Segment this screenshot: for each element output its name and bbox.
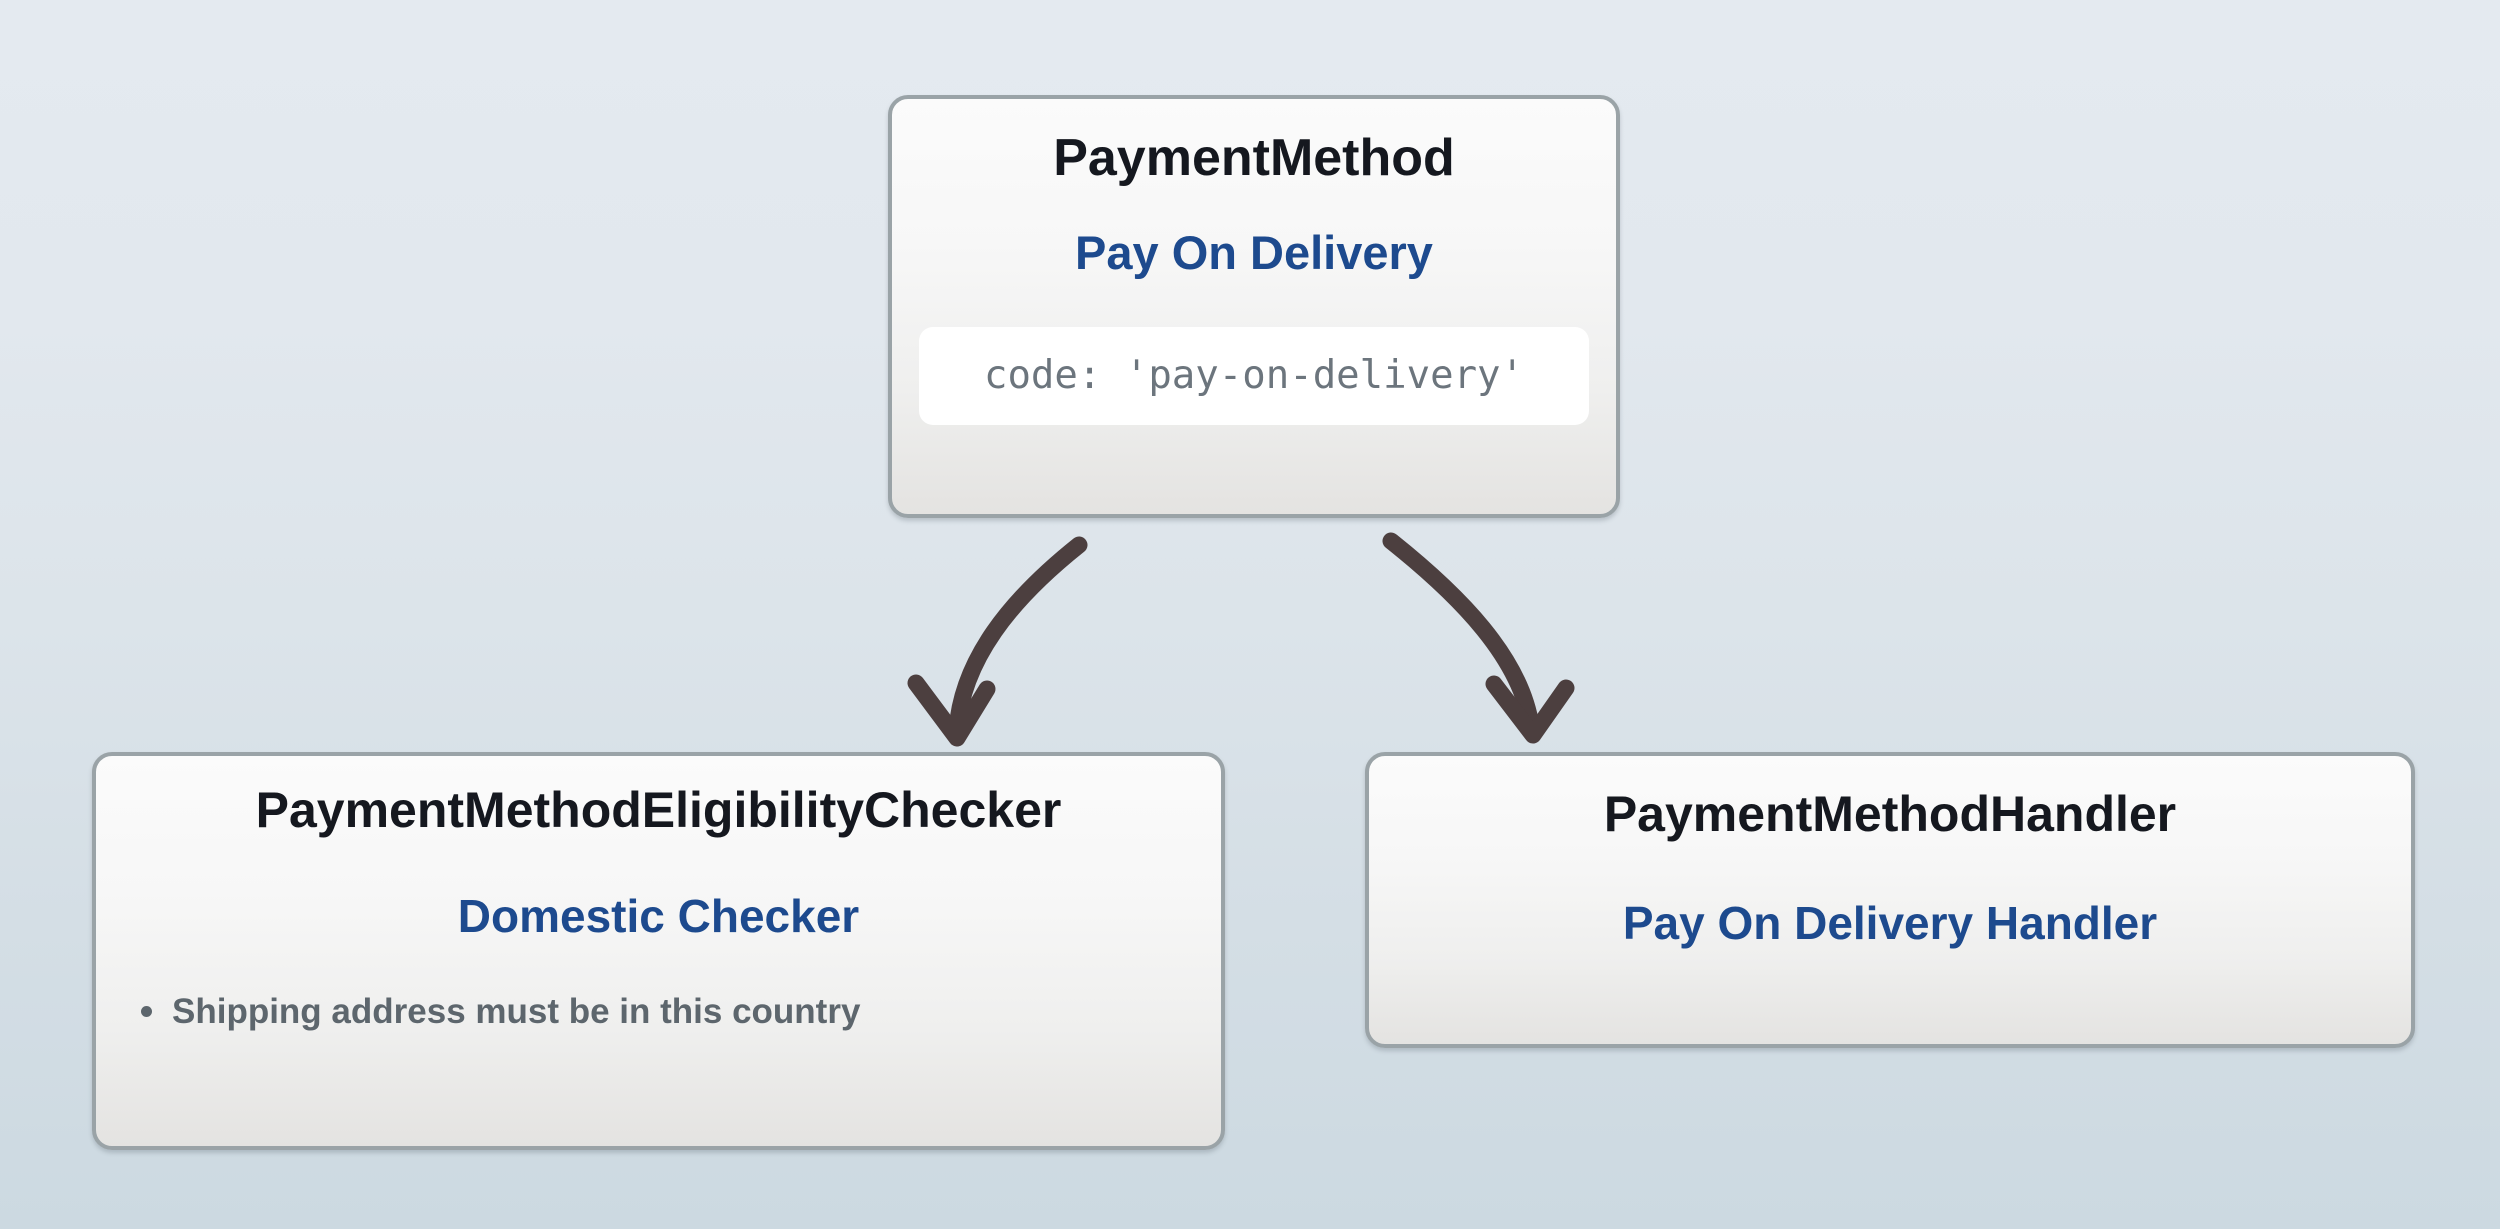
node-eligibility-checker-criteria-list: Shipping address must be in this country: [96, 992, 1221, 1032]
node-payment-method-handler-type-label: PaymentMethodHandler: [1603, 786, 2177, 842]
node-payment-method-eligibility-checker[interactable]: PaymentMethodEligibilityChecker Domestic…: [92, 752, 1225, 1150]
bullet-dot-icon: [141, 1006, 152, 1018]
node-payment-method-handler-name-label: Pay On Delivery Handler: [1622, 896, 2158, 949]
node-eligibility-checker-type-label: PaymentMethodEligibilityChecker: [255, 782, 1062, 838]
edge-payment-method-to-handler-arrow: [1382, 532, 1575, 744]
list-item: Shipping address must be in this country: [141, 992, 1221, 1032]
node-eligibility-checker-name-label: Domestic Checker: [457, 889, 860, 942]
node-payment-method-handler[interactable]: PaymentMethodHandler Pay On Delivery Han…: [1365, 752, 2415, 1048]
criteria-label: Shipping address must be in this country: [172, 991, 861, 1031]
edge-payment-method-to-eligibility-checker-arrow: [907, 536, 1088, 747]
node-payment-method[interactable]: PaymentMethod Pay On Delivery code: 'pay…: [888, 95, 1620, 518]
node-payment-method-name-label: Pay On Delivery: [1075, 225, 1433, 279]
node-payment-method-type-label: PaymentMethod: [1053, 129, 1455, 187]
node-payment-method-code-chip: code: 'pay-on-delivery': [919, 326, 1589, 425]
